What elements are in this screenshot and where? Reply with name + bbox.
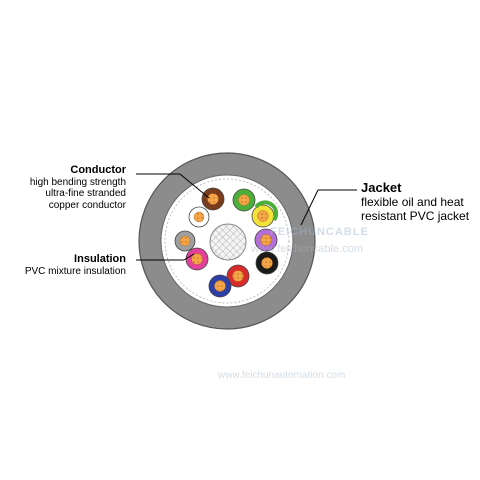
core-conductor <box>261 257 273 269</box>
jacket-label: Jacket flexible oil and heat resistant P… <box>361 180 470 224</box>
conductor-label: Conductor high bending strength ultra-fi… <box>30 164 126 211</box>
conductor-desc-line: copper conductor <box>48 199 126 211</box>
watermark-brand: FEICHUNCABLE <box>270 226 369 238</box>
conductor-desc-line: high bending strength <box>29 176 126 188</box>
insulation-desc-line: PVC mixture insulation <box>24 265 126 277</box>
conductor-desc-line: ultra-fine stranded <box>45 188 126 200</box>
core-conductor <box>214 280 226 292</box>
conductor-leader-line-diagonal <box>179 173 210 199</box>
filler-boundary <box>164 178 290 304</box>
jacket-desc-line: flexible oil and heat <box>361 194 464 209</box>
jacket-leader-line-diagonal <box>300 189 319 226</box>
core-conductor <box>232 270 244 282</box>
insulation-title: Insulation <box>74 253 126 265</box>
conductor-title: Conductor <box>70 164 126 176</box>
core-conductor <box>260 234 272 246</box>
jacket-desc-line: resistant PVC jacket <box>361 208 470 223</box>
core-conductor <box>257 210 269 222</box>
watermark-url: www.feichuncable.com <box>251 243 363 255</box>
core-conductor <box>179 235 191 247</box>
core-conductor <box>191 253 203 265</box>
insulation-leader-line-diagonal <box>183 253 195 261</box>
core-conductor <box>207 193 219 205</box>
central-filler <box>209 223 247 261</box>
watermark-url-bottom: www.feichunautomation.com <box>218 370 346 381</box>
core-conductor <box>193 211 205 223</box>
insulation-label: Insulation PVC mixture insulation <box>25 253 126 277</box>
core-conductor <box>238 194 250 206</box>
jacket-title: Jacket <box>361 180 402 195</box>
core-stripe-green <box>254 200 279 222</box>
